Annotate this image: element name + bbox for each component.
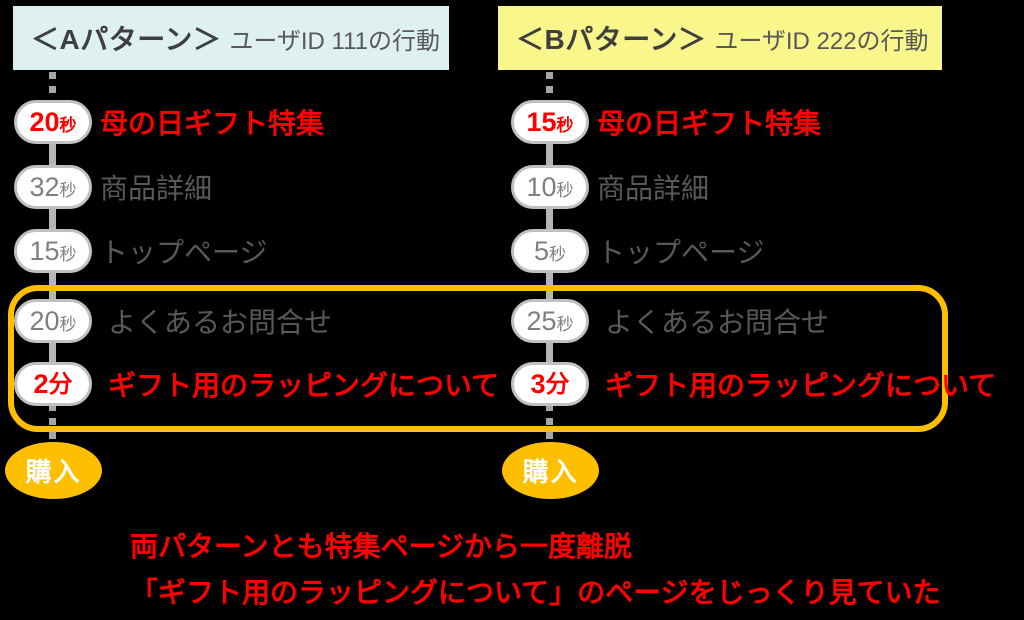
time-value: 5 [533, 235, 550, 266]
time-value: 3 [530, 368, 546, 399]
pattern-b-subtitle: ユーザID 222の行動 [714, 27, 929, 55]
pattern-b-header: ＜Bパターン＞ ユーザID 222の行動 [498, 6, 942, 70]
step-label: よくあるお問合せ [605, 307, 830, 338]
time-unit: 秒 [59, 244, 77, 264]
time-value: 25 [526, 305, 557, 336]
step-label: トップページ [597, 237, 765, 268]
annotation-line-2: 「ギフト用のラッピングについて」のページをじっくり見ていた [130, 577, 941, 608]
step-label: 母の日ギフト特集 [100, 108, 325, 139]
step-label: ギフト用のラッピングについて [108, 370, 500, 401]
step-label: 母の日ギフト特集 [597, 108, 822, 139]
pattern-b-title: ＜Bパターン＞ [516, 24, 707, 55]
purchase-label: 購入 [25, 457, 82, 487]
time-unit: 秒 [59, 115, 77, 135]
time-value: 15 [526, 106, 557, 137]
step-label: よくあるお問合せ [108, 307, 333, 338]
pattern-a-subtitle: ユーザID 111の行動 [229, 27, 440, 55]
time-value: 20 [29, 305, 60, 336]
purchase-label: 購入 [522, 457, 579, 487]
step-label: 商品詳細 [597, 173, 710, 204]
time-unit: 秒 [549, 244, 567, 264]
pattern-a-title: ＜Aパターン＞ [31, 24, 222, 55]
step-label: 商品詳細 [100, 173, 213, 204]
time-value: 15 [29, 235, 60, 266]
time-value: 20 [29, 106, 60, 137]
connector-dotted-bottom [49, 404, 56, 443]
connector-dotted-top [546, 72, 553, 101]
time-unit: 秒 [59, 314, 77, 334]
time-unit: 秒 [556, 180, 574, 200]
pattern-a-header: ＜Aパターン＞ ユーザID 111の行動 [13, 6, 449, 70]
time-unit: 秒 [556, 314, 574, 334]
time-unit: 秒 [556, 115, 574, 135]
purchase-badge: 購入 [502, 442, 599, 499]
time-value: 2 [33, 368, 49, 399]
annotation-text: 両パターンとも特集ページから一度離脱 「ギフト用のラッピングについて」のページを… [130, 524, 941, 616]
purchase-badge: 購入 [5, 442, 102, 499]
connector-dotted-bottom [546, 404, 553, 443]
time-unit: 秒 [59, 180, 77, 200]
step-label: トップページ [100, 237, 268, 268]
annotation-line-1: 両パターンとも特集ページから一度離脱 [130, 531, 633, 562]
step-label: ギフト用のラッピングについて [605, 370, 997, 401]
time-value: 10 [526, 171, 557, 202]
connector-dotted-top [49, 72, 56, 101]
time-unit: 分 [545, 371, 570, 398]
time-unit: 分 [48, 371, 73, 398]
time-value: 32 [29, 171, 60, 202]
